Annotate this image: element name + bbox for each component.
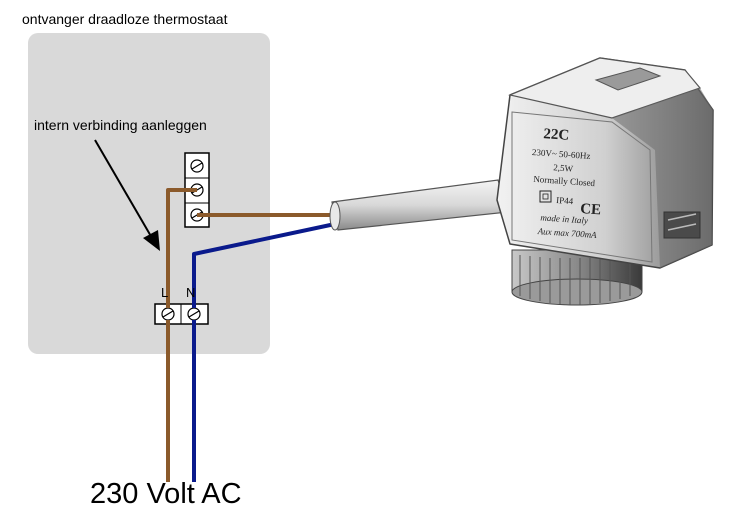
internal-bridge-wire <box>166 188 197 308</box>
receiver-box <box>28 33 270 354</box>
supply-voltage-label: 230 Volt AC <box>90 478 242 510</box>
terminal-n-label: N <box>186 285 196 300</box>
actuator-body <box>496 57 714 269</box>
actuator-type: Normally Closed <box>533 174 596 188</box>
receiver-title: ontvanger draadloze thermostaat <box>22 11 228 27</box>
screw-icon <box>187 307 201 321</box>
actuator-power: 2,5W <box>553 162 574 173</box>
actuator-voltage: 230V~ 50-60Hz <box>532 147 591 161</box>
internal-connection-note: intern verbinding aanleggen <box>34 117 207 133</box>
arrow-icon <box>94 139 160 251</box>
actuator-ce-mark: CE <box>580 201 602 218</box>
actuator-cable <box>329 179 509 231</box>
actuator-protection: IP44 <box>556 195 574 206</box>
actuator-base <box>511 249 643 306</box>
ip44-symbol-icon <box>539 190 552 203</box>
actuator-model: 22C <box>543 126 570 144</box>
supply-terminal-block <box>154 303 209 325</box>
screw-icon <box>190 159 204 173</box>
actuator-aux: Aux max 700mA <box>536 226 597 240</box>
actuator-neutral-wire <box>192 222 336 308</box>
actuator-made-in: made in Italy <box>540 212 588 225</box>
terminal-l-label: L <box>161 285 169 300</box>
screw-icon <box>161 307 175 321</box>
